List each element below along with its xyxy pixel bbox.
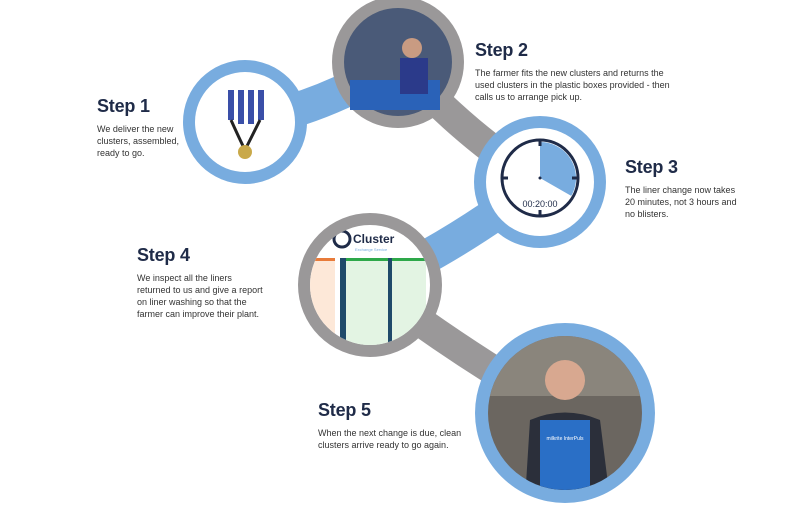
step5-circle: milkrite InterPuls xyxy=(475,323,655,503)
step2-circle xyxy=(332,0,464,128)
step-1: Step 1 We deliver the new clusters, asse… xyxy=(97,96,187,159)
step-title: Step 2 xyxy=(475,40,528,60)
clock-time: 00:20:00 xyxy=(522,199,557,209)
step-5: Step 5 When the next change is due, clea… xyxy=(318,400,468,451)
farmer-photo: milkrite InterPuls xyxy=(488,336,642,490)
step-text: The liner change now takes 20 minutes, n… xyxy=(625,185,737,219)
step-text: When the next change is due, clean clust… xyxy=(318,428,462,450)
report-logo-sub: Exchange Service xyxy=(355,247,388,252)
step-title: Step 3 xyxy=(625,157,678,177)
report-logo-name: Cluster xyxy=(353,232,395,246)
step-4: Step 4 We inspect all the liners returne… xyxy=(137,245,267,320)
step-text: The farmer fits the new clusters and ret… xyxy=(475,68,670,102)
step-text: We deliver the new clusters, assembled, … xyxy=(97,124,180,158)
step-text: We inspect all the liners returned to us… xyxy=(137,273,263,319)
apron-logo: milkrite InterPuls xyxy=(547,436,584,442)
step1-circle xyxy=(183,60,307,184)
step3-circle: 00:20:00 xyxy=(474,116,606,248)
step-3: Step 3 The liner change now takes 20 min… xyxy=(625,157,740,220)
clock-icon: 00:20:00 xyxy=(500,138,580,218)
milking-cluster-image xyxy=(228,90,264,159)
step-2: Step 2 The farmer fits the new clusters … xyxy=(475,40,675,103)
step-title: Step 4 xyxy=(137,245,190,265)
step4-circle: Cluster Exchange Service xyxy=(298,213,442,357)
clock-elapsed-wedge xyxy=(540,142,576,196)
step-title: Step 5 xyxy=(318,400,371,420)
step-title: Step 1 xyxy=(97,96,150,116)
